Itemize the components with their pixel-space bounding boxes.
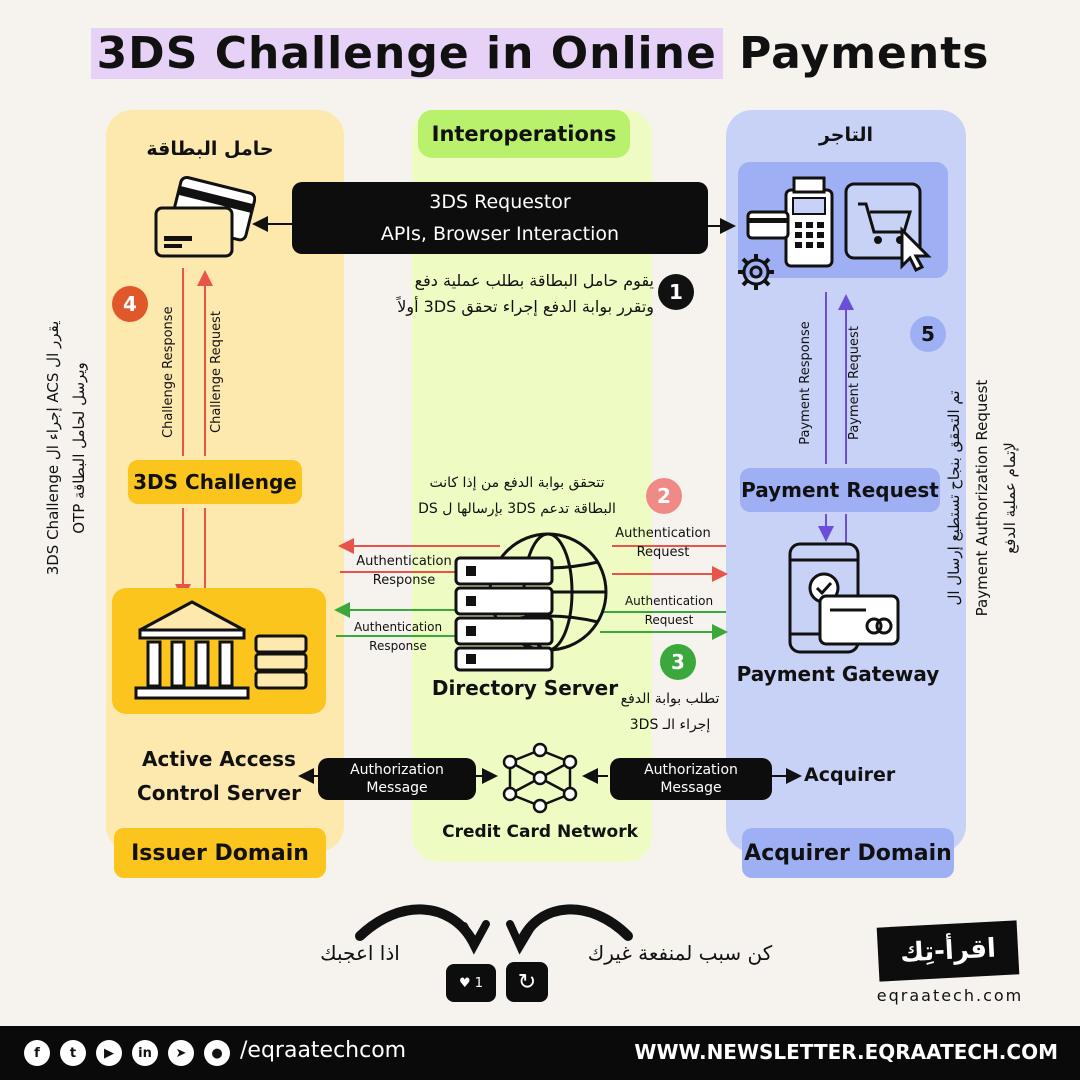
step-5-line2: Payment Authorization Request xyxy=(973,379,991,617)
brand-logo: اقرأ-تِك xyxy=(876,920,1020,982)
3ds-requestor-box: 3DS Requestor APIs, Browser Interaction xyxy=(292,182,708,254)
repost-icon: ↻ xyxy=(517,969,537,995)
twitter-icon[interactable]: t xyxy=(60,1040,86,1066)
heart-icon: ♥ xyxy=(459,975,471,991)
payment-gateway-icon xyxy=(788,542,900,654)
credit-card-network-label: Credit Card Network xyxy=(442,822,638,842)
acs-label: Active Access Control Server xyxy=(108,742,330,810)
requestor-line2: APIs, Browser Interaction xyxy=(380,223,620,245)
shopping-cart-icon xyxy=(844,182,932,273)
facebook-icon[interactable]: f xyxy=(24,1040,50,1066)
youtube-icon[interactable]: ▶ xyxy=(96,1040,122,1066)
step-2-line1: تتحقق بوابة الدفع من إذا كانت xyxy=(429,475,605,491)
like-count: 1 xyxy=(474,975,483,991)
step-4-badge: 4 xyxy=(112,286,148,322)
pos-terminal-icon xyxy=(746,176,834,268)
brand-site: eqraatech.com xyxy=(876,986,1024,1005)
footer-bar: f t ▶ in ➤ ● /eqraatechcom WWW.NEWSLETTE… xyxy=(0,1026,1080,1080)
linkedin-icon[interactable]: in xyxy=(132,1040,158,1066)
interop-label: Interoperations xyxy=(418,110,630,158)
step-2-badge: 2 xyxy=(646,478,682,514)
directory-server-icon xyxy=(454,532,608,672)
merchant-icons-panel xyxy=(738,162,948,290)
step-3-line2: إجراء الـ 3DS xyxy=(629,717,711,733)
acquirer-domain-label: Acquirer Domain xyxy=(742,828,954,878)
requestor-line1: 3DS Requestor xyxy=(429,191,571,213)
challenge-request-label: Challenge Request xyxy=(209,311,224,433)
step-5-text: تم التحقق بنجاح تستطيع إرسال ال Payment … xyxy=(940,328,1024,668)
acs-label-line2: Control Server xyxy=(137,781,301,805)
newsletter-link[interactable]: WWW.NEWSLETTER.EQRAATECH.COM xyxy=(634,1040,1058,1064)
step-2-text: تتحقق بوابة الدفع من إذا كانت البطاقة تد… xyxy=(394,470,640,522)
payment-request-label: Payment Request xyxy=(740,468,940,512)
acs-icon-panel xyxy=(112,588,326,714)
repost-button[interactable]: ↻ xyxy=(506,962,548,1002)
step-1-badge: 1 xyxy=(658,274,694,310)
payment-response-label: Payment Response xyxy=(798,321,813,445)
3ds-challenge-label: 3DS Challenge xyxy=(128,460,302,504)
step-4-line2: ويرسل لحامل البطاقة OTP xyxy=(70,362,88,534)
step-1-line1: يقوم حامل البطاقة بطلب عملية دفع xyxy=(414,271,654,290)
step-4-text: يقرر ال ACS إجراء ال 3DS Challenge ويرسل… xyxy=(40,268,96,628)
page-title: 3DS Challenge in Online Payments xyxy=(0,28,1080,79)
cta-left-text: اذا اعجبك xyxy=(320,941,400,965)
network-icon xyxy=(502,742,578,814)
step-1-line2: وتقرر بوابة الدفع إجراء تحقق 3DS أولاً xyxy=(397,297,654,316)
step-4-line1: يقرر ال ACS إجراء ال 3DS Challenge xyxy=(44,320,62,576)
step-3-badge: 3 xyxy=(660,644,696,680)
step-5-line3: لإتمام عملية الدفع xyxy=(1001,442,1019,554)
bank-icon xyxy=(134,600,308,700)
credit-cards-icon xyxy=(154,175,256,258)
step-5-line1: تم التحقق بنجاح تستطيع إرسال ال xyxy=(945,390,963,606)
telegram-icon[interactable]: ➤ xyxy=(168,1040,194,1066)
merchant-heading: التاجر xyxy=(818,124,874,146)
acs-label-line1: Active Access xyxy=(142,747,296,771)
step-3-text: تطلب بوابة الدفع إجراء الـ 3DS xyxy=(600,686,740,738)
issuer-domain-label: Issuer Domain xyxy=(114,828,326,878)
cta-right-text: كن سبب لمنفعة غيرك xyxy=(587,941,773,965)
payment-request-vertical-label: Payment Request xyxy=(847,326,862,440)
gear-icon xyxy=(738,254,774,290)
directory-server-label: Directory Server xyxy=(431,676,619,700)
social-handle[interactable]: /eqraatechcom xyxy=(240,1038,407,1063)
step-2-line2: البطاقة تدعم 3DS بإرسالها ل DS xyxy=(418,501,616,517)
step-5-badge: 5 xyxy=(910,316,946,352)
payment-gateway-label: Payment Gateway xyxy=(736,662,940,686)
github-icon[interactable]: ● xyxy=(204,1040,230,1066)
acquirer-label: Acquirer xyxy=(804,764,896,786)
cardholder-heading: حامل البطاقة xyxy=(146,138,274,160)
step-3-line1: تطلب بوابة الدفع xyxy=(620,691,720,707)
challenge-response-label: Challenge Response xyxy=(161,306,176,438)
step-1-text: يقوم حامل البطاقة بطلب عملية دفع وتقرر ب… xyxy=(336,268,654,320)
like-button[interactable]: ♥1 xyxy=(446,964,496,1002)
